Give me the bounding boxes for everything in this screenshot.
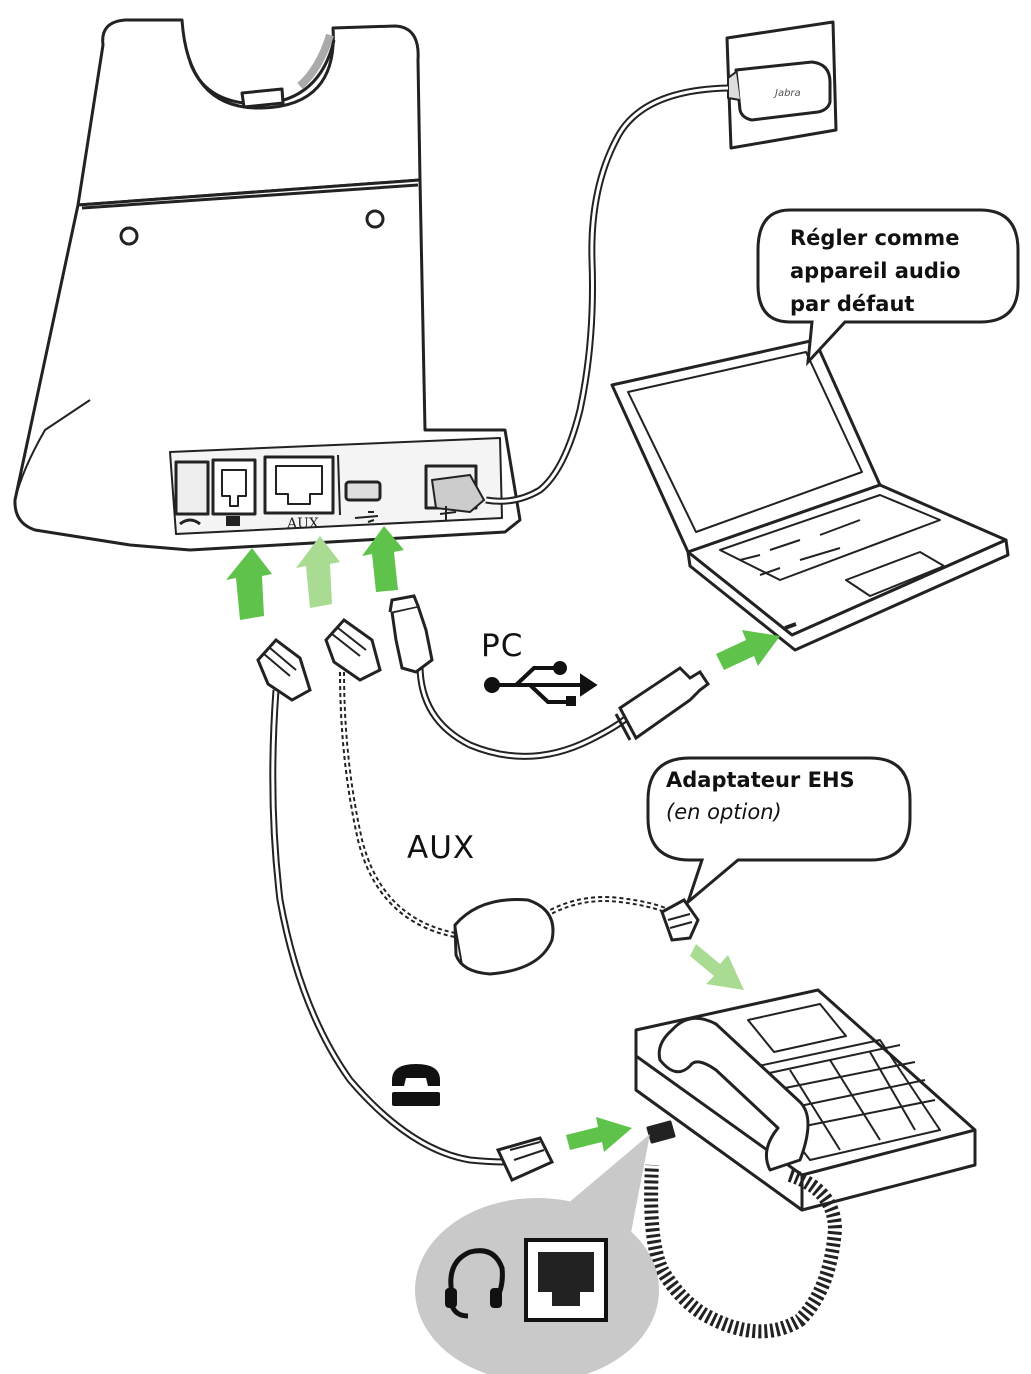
adapter-brand-label: Jabra [773, 88, 801, 99]
base-station [13, 18, 522, 552]
usb-icon [484, 661, 598, 706]
port-label-aux: AUX [286, 516, 319, 532]
callout-line-1: Régler comme [790, 226, 960, 250]
rj-connector-aux [324, 618, 382, 682]
wall-power-adapter [725, 20, 838, 150]
arrow-ehs-phone [690, 944, 744, 990]
desk-phone [634, 988, 977, 1339]
callout-default-audio [756, 208, 1020, 367]
arrow-laptop [716, 630, 780, 670]
ehs-title: Adaptateur EHS [666, 768, 855, 792]
power-port-icon [439, 506, 457, 520]
usb-connector-laptop [614, 666, 711, 741]
headset-icon [445, 1248, 505, 1319]
arrow-phone-port [226, 548, 272, 620]
laptop [610, 338, 1010, 652]
aux-label: AUX [407, 830, 476, 866]
ehs-subtitle: (en option) [666, 800, 782, 824]
rj-connector-deskphone [495, 1136, 555, 1182]
ehs-adapter [453, 898, 555, 976]
pc-label: PC [481, 628, 524, 664]
arrow-aux-port [296, 536, 340, 608]
callout-line-3: par défaut [790, 292, 915, 316]
callout-ehs-adapter [646, 756, 912, 907]
usb-connector-base [388, 594, 434, 674]
rj-jack-icon [524, 1238, 608, 1322]
phone-handset-icon [392, 1064, 440, 1106]
rj-connector-ehs [660, 898, 700, 942]
callout-ehs-text: Adaptateur EHS (en option) [666, 768, 906, 824]
usb-port-icon [354, 511, 379, 523]
callout-line-2: appareil audio [790, 259, 961, 283]
aux-cable [339, 671, 456, 938]
rj-connector-phone [256, 637, 312, 702]
callout-default-audio-text: Régler comme appareil audio par défaut [790, 222, 990, 321]
arrow-deskphone [566, 1117, 632, 1152]
arrow-usb-port [362, 526, 404, 592]
